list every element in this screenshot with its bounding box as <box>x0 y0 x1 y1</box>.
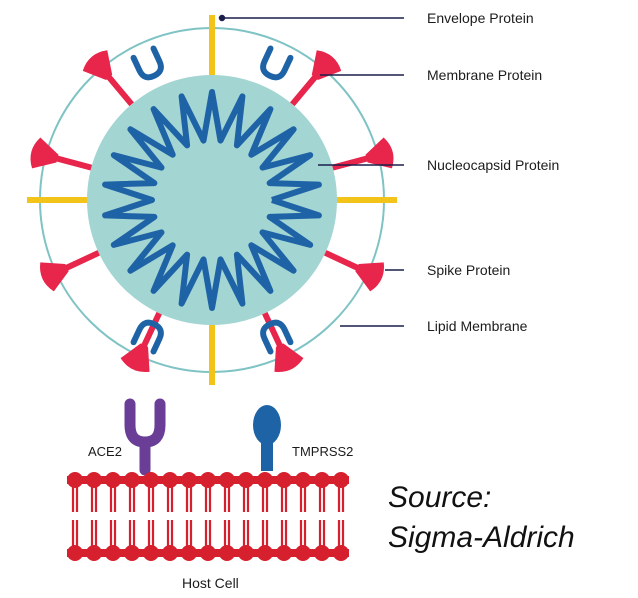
label-spike-protein: Spike Protein <box>427 262 510 278</box>
label-envelope-protein: Envelope Protein <box>427 10 534 26</box>
host-cell-bilayer <box>67 472 349 561</box>
bilayer-bottom-band <box>67 549 349 557</box>
spike-protein-icon <box>27 136 95 183</box>
spike-protein-icon <box>329 136 397 183</box>
label-ace2: ACE2 <box>88 444 122 459</box>
source-line-1: Source: <box>388 478 628 518</box>
tmprss2-enzyme <box>253 405 281 471</box>
envelope-protein-icon <box>337 197 397 203</box>
label-nucleocapsid-protein: Nucleocapsid Protein <box>427 157 559 173</box>
envelope-protein-icon <box>209 15 215 75</box>
source-caption: Source: Sigma-Aldrich <box>388 478 628 558</box>
label-membrane-protein: Membrane Protein <box>427 67 542 83</box>
bilayer-top-band <box>67 476 349 484</box>
nucleocapsid-inner <box>160 148 264 252</box>
label-lipid-membrane: Lipid Membrane <box>427 318 528 334</box>
ace2-receptor <box>130 404 160 470</box>
label-host-cell: Host Cell <box>182 575 239 591</box>
envelope-protein-icon <box>27 197 87 203</box>
envelope-protein-icon <box>209 325 215 385</box>
membrane-protein-icon <box>260 49 291 81</box>
membrane-protein-icon <box>134 49 165 81</box>
label-tmprss2: TMPRSS2 <box>292 444 353 459</box>
source-line-2: Sigma-Aldrich <box>388 518 628 558</box>
